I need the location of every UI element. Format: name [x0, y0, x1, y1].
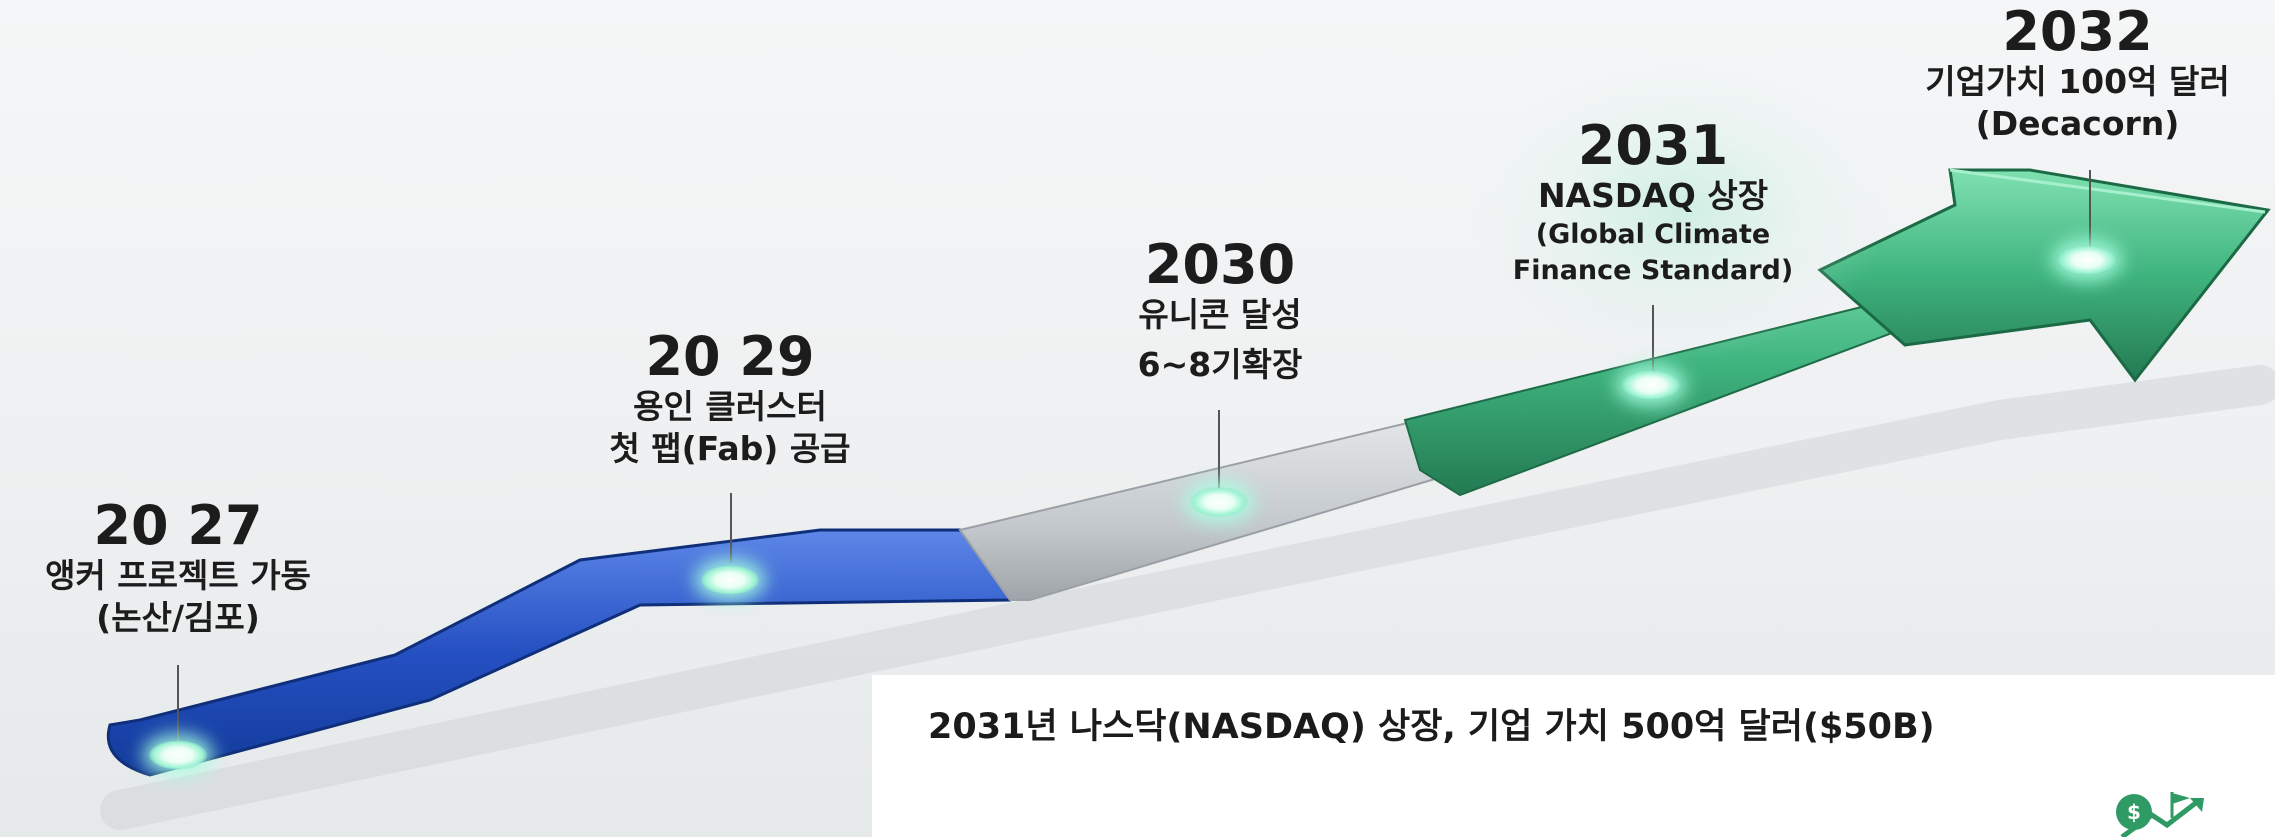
- milestone-line: 6~8기확장: [1137, 345, 1303, 384]
- milestone-stem: [2089, 170, 2091, 255]
- milestone-line: (Decacorn): [1975, 104, 2180, 143]
- milestone-year: 2032: [2002, 0, 2153, 63]
- milestone-2030: 2030 유니콘 달성 6~8기확장: [1070, 236, 1370, 386]
- milestone-line: 유니콘 달성: [1138, 295, 1302, 334]
- milestone-stem: [1218, 410, 1220, 492]
- svg-text:$: $: [2127, 800, 2141, 824]
- milestone-line: 앵커 프로젝트 가동: [45, 556, 311, 595]
- milestone-node: [2058, 245, 2116, 275]
- blue-segment: [107, 528, 1027, 777]
- milestone-2027: 20 27 앵커 프로젝트 가동 (논산/김포): [0, 497, 356, 639]
- milestone-node: [1190, 487, 1248, 517]
- milestone-2032: 2032 기업가치 100억 달러 (Decacorn): [1880, 3, 2275, 145]
- milestone-line: Finance Standard): [1512, 255, 1794, 286]
- milestone-node: [149, 740, 207, 770]
- summary-banner-text: 2031년 나스닥(NASDAQ) 상장, 기업 가치 500억 달러($50B…: [928, 707, 1935, 747]
- milestone-year: 2031: [1577, 114, 1729, 177]
- milestone-year: 20 27: [93, 494, 263, 557]
- milestone-line: 첫 팹(Fab) 공급: [609, 429, 851, 468]
- summary-banner: [872, 675, 2275, 837]
- money-growth-icon: $: [2116, 792, 2204, 837]
- arrow-head: [1817, 168, 2271, 383]
- milestone-stem: [1652, 305, 1654, 375]
- milestone-line: NASDAQ 상장: [1537, 176, 1769, 215]
- milestone-line: 용인 클러스터: [633, 387, 827, 426]
- glow-burst: [1470, 60, 1890, 360]
- milestone-year: 2030: [1144, 233, 1296, 296]
- milestone-stem: [730, 493, 732, 563]
- milestone-2031: 2031 NASDAQ 상장 (Global Climate Finance S…: [1478, 117, 1828, 289]
- milestone-stem: [177, 665, 179, 745]
- milestone-2029: 20 29 용인 클러스터 첫 팹(Fab) 공급: [550, 328, 910, 470]
- milestone-node: [701, 565, 759, 595]
- milestone-node: [1622, 370, 1680, 400]
- milestone-line: (논산/김포): [96, 598, 260, 637]
- milestone-line: (Global Climate: [1535, 219, 1771, 250]
- milestone-line: 기업가치 100억 달러: [1925, 62, 2230, 101]
- milestone-year: 20 29: [645, 325, 815, 388]
